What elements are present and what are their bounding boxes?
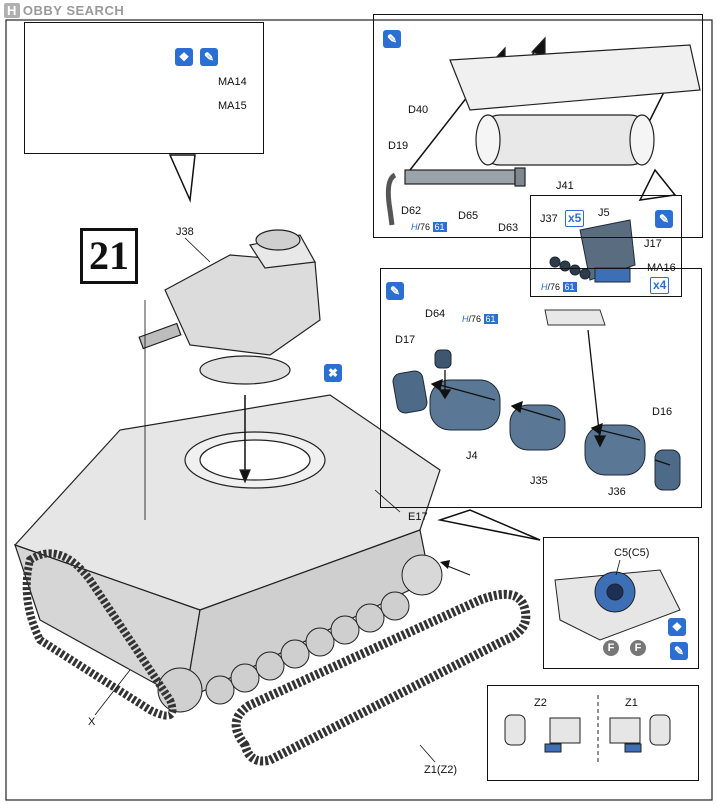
watermark-badge: H — [4, 3, 20, 18]
loose-track — [231, 589, 531, 766]
flex-symbol: F — [603, 640, 619, 656]
glue-icon: ❖ — [175, 48, 193, 66]
runner-ref-n1: 76 — [471, 314, 482, 324]
inset-panel-muffler — [380, 268, 702, 508]
inset-panel-sprocket — [543, 537, 699, 669]
flex-symbol: F — [630, 640, 646, 656]
part-label-z1z2: Z1(Z2) — [424, 764, 457, 776]
inset-panel-bracket — [530, 195, 682, 297]
quantity-badge-x4: x4 — [650, 277, 670, 294]
runner-ref-n2: 61 — [432, 222, 447, 232]
runner-ref-n2: 61 — [483, 314, 498, 324]
do-not-glue-icon: ✖ — [324, 364, 342, 382]
part-label-z1: Z1 — [625, 697, 638, 709]
top-left-callout-pointer — [168, 154, 196, 203]
part-label-ma15: MA15 — [218, 100, 247, 112]
part-label-d19: D19 — [388, 140, 409, 152]
runner-ref-h: H — [541, 282, 548, 292]
glue-icon: ❖ — [668, 618, 686, 636]
right-callout-pointer — [437, 509, 541, 541]
watermark-text: OBBY SEARCH — [22, 3, 125, 18]
inset-panel-top-right — [373, 14, 703, 238]
runner-ref-n1: 76 — [420, 222, 431, 232]
part-label-x: X — [88, 716, 96, 728]
part-label-d63: D63 — [498, 222, 519, 234]
runner-ref-n2: 61 — [562, 282, 577, 292]
cement-icon: ✎ — [386, 282, 404, 300]
quantity-badge-x5: x5 — [565, 210, 585, 227]
part-label-j38: J38 — [176, 226, 194, 238]
part-label-j41: J41 — [556, 180, 574, 192]
part-label-d40: D40 — [408, 104, 429, 116]
j41-callout-pointer — [638, 168, 677, 201]
inset-panel-top-left — [24, 22, 264, 154]
part-label-ma14: MA14 — [218, 76, 247, 88]
runner-ref: H/76 61 — [411, 222, 447, 232]
part-label-j17: J17 — [644, 238, 662, 250]
bracket-assembly — [544, 219, 636, 326]
part-label-j36: J36 — [608, 486, 626, 498]
part-label-ma16: MA16 — [647, 262, 676, 274]
leader-lines — [94, 237, 436, 763]
runner-ref-n1: 76 — [550, 282, 561, 292]
part-label-d65: D65 — [458, 210, 479, 222]
part-label-j4: J4 — [466, 450, 478, 462]
cement-icon: ✎ — [655, 210, 673, 228]
part-label-c5: C5(C5) — [614, 547, 650, 559]
step-number: 21 — [80, 228, 138, 284]
idler-variants — [504, 695, 671, 765]
cement-icon: ✎ — [670, 642, 688, 660]
runner-ref-h: H — [411, 222, 418, 232]
part-label-j37: J37 — [540, 213, 558, 225]
inset-panel-idler — [487, 685, 699, 781]
runner-ref-h: H — [462, 314, 469, 324]
part-label-d16: D16 — [652, 406, 673, 418]
cement-icon: ✎ — [383, 30, 401, 48]
turret — [138, 229, 321, 385]
runner-ref: H/76 61 — [541, 282, 577, 292]
part-label-d62: D62 — [401, 205, 422, 217]
part-label-j35: J35 — [530, 475, 548, 487]
runner-ref: H/76 61 — [462, 314, 498, 324]
muffler-outline — [449, 44, 701, 166]
part-label-d17: D17 — [395, 334, 416, 346]
hull — [13, 394, 441, 702]
part-label-j5: J5 — [598, 207, 610, 219]
part-label-d64: D64 — [425, 308, 446, 320]
part-label-e17: E17 — [408, 511, 428, 523]
sprocket-inset — [554, 569, 681, 641]
page-frame — [5, 19, 713, 801]
cement-icon: ✎ — [200, 48, 218, 66]
part-label-z2: Z2 — [534, 697, 547, 709]
muffler-arrows — [430, 329, 671, 466]
left-track — [22, 549, 177, 720]
road-wheels — [157, 554, 443, 713]
